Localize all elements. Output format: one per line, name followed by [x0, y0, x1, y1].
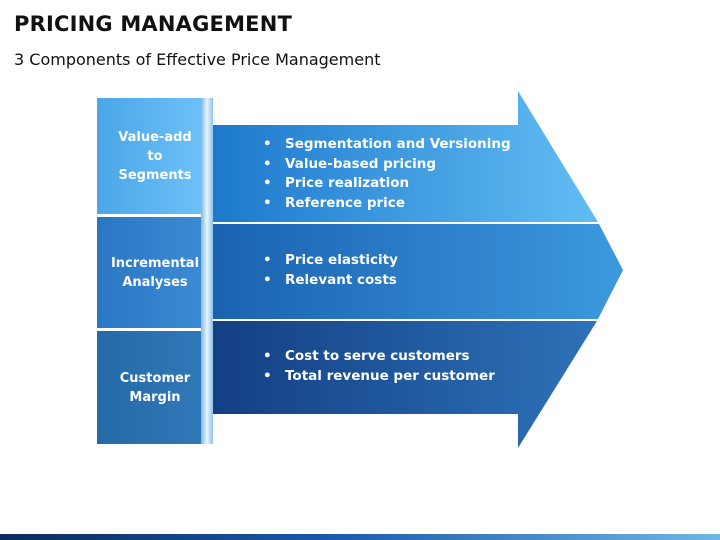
component-label-incremental: Incremental Analyses — [110, 255, 200, 290]
list-item: Price realization — [262, 174, 511, 194]
arrow-band-2 — [213, 224, 623, 319]
component-label-value-add: Value-add to Segments — [118, 129, 192, 183]
bullet-list-1: Segmentation and Versioning Value-based … — [262, 135, 511, 213]
list-item: Value-based pricing — [262, 155, 511, 175]
list-item: Total revenue per customer — [262, 367, 495, 387]
bottom-accent-bar — [0, 534, 720, 540]
label-box-3 — [97, 331, 201, 444]
column-separator — [201, 98, 213, 444]
list-item: Relevant costs — [262, 271, 398, 291]
list-item: Reference price — [262, 194, 511, 214]
list-item: Price elasticity — [262, 251, 398, 271]
bullet-list-3: Cost to serve customers Total revenue pe… — [262, 347, 495, 386]
list-item: Segmentation and Versioning — [262, 135, 511, 155]
component-label-customer-margin: Customer Margin — [119, 370, 191, 405]
bullet-list-2: Price elasticity Relevant costs — [262, 251, 398, 290]
list-item: Cost to serve customers — [262, 347, 495, 367]
page-subtitle: 3 Components of Effective Price Manageme… — [14, 50, 381, 69]
label-box-2 — [97, 217, 201, 328]
page-title: PRICING MANAGEMENT — [14, 12, 293, 36]
label-box-1 — [97, 98, 201, 214]
